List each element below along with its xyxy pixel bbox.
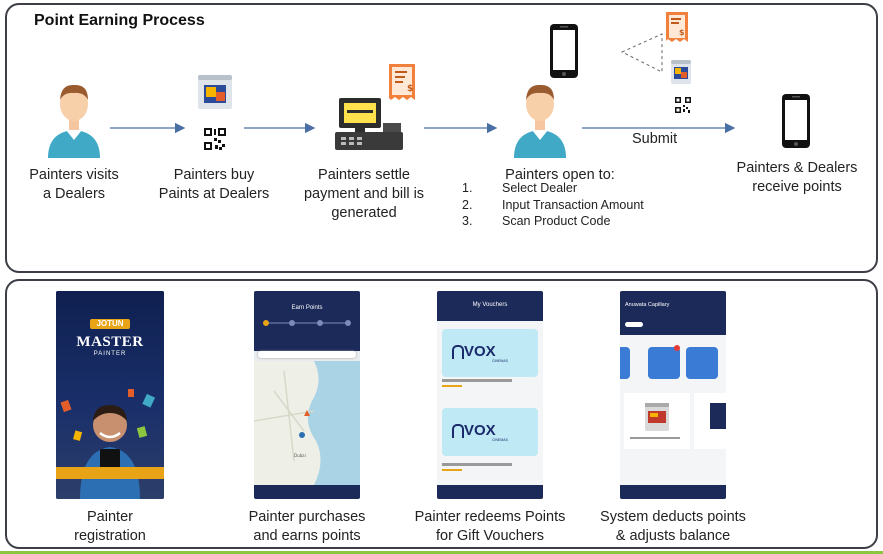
caption-deduct: System deducts points& adjusts balance [600,509,746,544]
qr-code-icon [203,127,227,151]
list-item: 3.Scan Product Code [462,214,611,228]
svg-text:Dubai: Dubai [294,453,306,458]
receipt-icon: $ [389,64,415,100]
voucher-brand: VOX [464,343,496,360]
painter-icon [514,84,566,158]
paint-bucket-icon [198,75,232,109]
screen-title: Earn Points [291,305,323,311]
step-4-heading: Painters open to: [505,167,615,183]
list-item: 1.Select Dealer [462,181,578,195]
jotun-logo: JOTUN [90,319,130,329]
app-screen-earn-points: Earn Points Dubai [254,291,360,499]
svg-text:$: $ [407,84,413,94]
painter-illustration [56,389,164,499]
paint-bucket-icon [671,60,691,84]
bottom-nav[interactable] [620,485,726,499]
voucher-card[interactable]: VOX CINEMAS [442,329,538,377]
voucher-brand: VOX [464,422,496,439]
list-item: 2.Input Transaction Amount [462,197,644,212]
smartphone-icon [782,94,810,148]
painter-icon [48,84,100,158]
svg-text:$: $ [679,28,685,37]
quick-action-tile[interactable] [686,347,718,379]
point-earning-process-panel [5,3,878,273]
screen-header [620,291,726,335]
step-4-list: 1.Select Dealer 2.Input Transaction Amou… [462,180,644,230]
progress-steps [263,320,351,326]
flow-arrows [110,122,736,134]
qr-code-icon [674,96,692,114]
app-screen-registration: JOTUN MASTER PAINTER [56,291,164,499]
search-bar[interactable] [258,351,356,358]
receipt-icon: $ [666,12,688,42]
map-view[interactable]: Dubai [254,361,360,485]
bottom-nav[interactable] [254,485,360,499]
app-screen-vouchers: My Vouchers VOX CINEMAS VOX CINEMAS [437,291,543,499]
app-screen-dashboard: Anuwata Capillary [620,291,726,499]
cash-register-icon [335,98,403,150]
update-card[interactable] [624,393,690,449]
process-title: Point Earning Process [34,12,205,29]
screen-header [437,291,543,321]
submit-label: Submit [632,131,678,147]
screen-title: Anuwata Capillary [625,302,670,308]
bottom-nav[interactable] [437,485,543,499]
dashed-connector-icon [620,33,663,73]
smartphone-icon [550,24,578,78]
quick-action-tile[interactable] [648,347,680,379]
app-name: MASTER [76,334,144,350]
voucher-card[interactable]: VOX CINEMAS [442,408,538,456]
screen-header [254,291,360,351]
screen-title: My Vouchers [472,302,508,308]
app-subname: PAINTER [93,351,127,357]
accent-line [0,551,883,554]
